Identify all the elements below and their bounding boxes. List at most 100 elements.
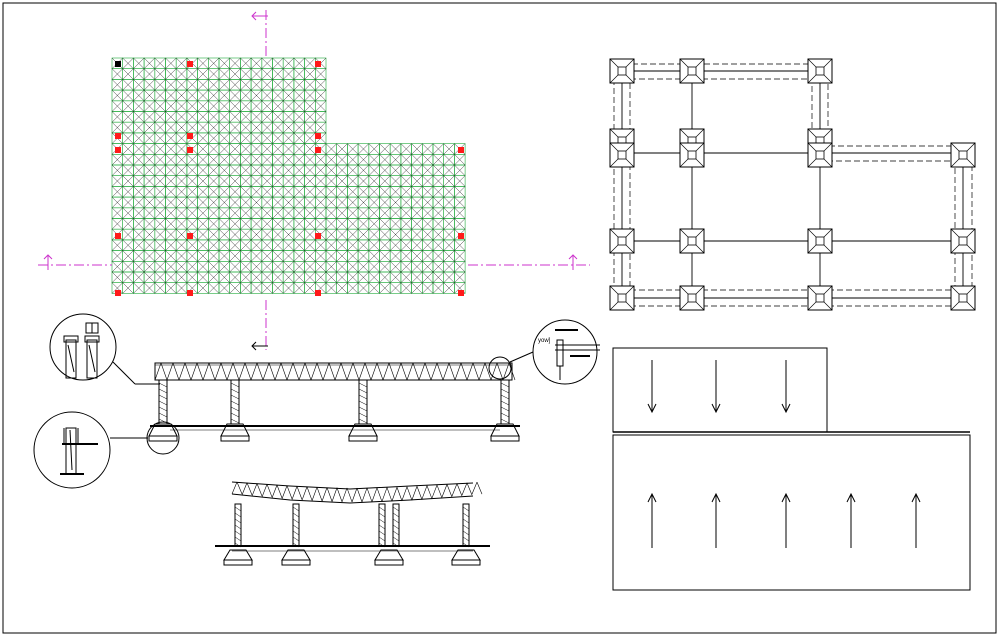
grid-diagonal (379, 261, 391, 273)
truss-web (184, 362, 192, 381)
grid-diagonal (208, 57, 220, 69)
grid-diagonal (250, 164, 262, 176)
footing-slope (609, 142, 619, 152)
grid-diagonal (122, 164, 134, 176)
truss-web (331, 487, 338, 502)
truss-web (166, 362, 174, 381)
footing (281, 549, 311, 561)
grid-diagonal (176, 239, 188, 251)
grid-diagonal (272, 271, 284, 283)
truss-web (472, 362, 480, 381)
column-stub (617, 66, 627, 76)
truss-web (238, 362, 246, 381)
grid-diagonal (304, 261, 316, 273)
column-lacing (500, 382, 510, 388)
grid-diagonal (368, 143, 380, 155)
footing-slope (625, 74, 635, 84)
grid-diagonal (293, 122, 305, 134)
footing-slope (807, 285, 817, 295)
grid-diagonal (197, 261, 209, 273)
grid-diagonal (165, 229, 177, 241)
grid-diagonal (454, 186, 466, 198)
grid-diagonal (165, 164, 177, 176)
grid-diagonal (197, 196, 209, 208)
grid-diagonal (272, 79, 284, 91)
grid-diagonal (143, 239, 155, 251)
grid-diagonal (143, 250, 155, 262)
grid-diagonal (240, 111, 252, 123)
truss-web (376, 362, 384, 381)
truss-web (418, 362, 426, 381)
truss-web (214, 362, 222, 381)
truss-web (381, 487, 388, 502)
grid-diagonal (143, 143, 155, 155)
slope-arrowhead (911, 492, 921, 503)
grid-diagonal (122, 79, 134, 91)
grid-diagonal (143, 122, 155, 134)
grid-diagonal (165, 250, 177, 262)
truss-web (286, 485, 293, 499)
grid-diagonal (143, 68, 155, 80)
footing-slope (823, 158, 833, 168)
grid-diagonal (293, 57, 305, 69)
grid-diagonal (293, 175, 305, 187)
grid-diagonal (122, 261, 134, 273)
column-marker (315, 133, 321, 139)
truss-web (160, 362, 168, 381)
footing-slope (966, 285, 976, 295)
footing-slope (807, 74, 817, 84)
grid-diagonal (240, 250, 252, 262)
truss-web (502, 362, 510, 381)
grid-diagonal (176, 218, 188, 230)
grid-diagonal (197, 111, 209, 123)
grid-diagonal (283, 79, 295, 91)
grid-diagonal (176, 271, 188, 283)
grid-diagonal (400, 271, 412, 283)
grid-diagonal (122, 89, 134, 101)
truss-web (436, 484, 443, 499)
truss-web (406, 362, 414, 381)
column-lacing (158, 388, 168, 394)
grid-diagonal (111, 207, 123, 219)
column-lacing (378, 536, 386, 542)
footing-slope (625, 228, 635, 238)
column-lacing (392, 512, 400, 518)
grid-diagonal (229, 132, 241, 144)
grid-diagonal (400, 282, 412, 294)
grid-diagonal (325, 196, 337, 208)
grid-diagonal (133, 250, 145, 262)
grid-diagonal (122, 154, 134, 166)
grid-diagonal (390, 261, 402, 273)
column-lacing (230, 394, 240, 400)
grid-diagonal (400, 218, 412, 230)
slope-arrowhead (781, 492, 791, 503)
grid-diagonal (133, 261, 145, 273)
grid-diagonal (143, 154, 155, 166)
grid-diagonal (283, 89, 295, 101)
grid-diagonal (165, 175, 177, 187)
grid-diagonal (250, 175, 262, 187)
grid-diagonal (133, 154, 145, 166)
column-lacing (292, 518, 300, 524)
grid-diagonal (240, 154, 252, 166)
footing-slope (695, 128, 705, 138)
grid-diagonal (186, 100, 198, 112)
grid-diagonal (218, 143, 230, 155)
grid-diagonal (133, 207, 145, 219)
grid-diagonal (197, 282, 209, 294)
truss-web (256, 362, 264, 381)
grid-diagonal (240, 143, 252, 155)
truss-web (336, 487, 343, 502)
grid-diagonal (379, 218, 391, 230)
grid-diagonal (293, 111, 305, 123)
column-lacing (230, 400, 240, 406)
grid-diagonal (411, 261, 423, 273)
truss-web (490, 362, 498, 381)
grid-diagonal (304, 89, 316, 101)
truss-web (471, 481, 478, 495)
grid-diagonal (218, 271, 230, 283)
grid-diagonal (186, 239, 198, 251)
column-marker (187, 290, 193, 296)
grid-diagonal (293, 261, 305, 273)
grid-diagonal (250, 57, 262, 69)
